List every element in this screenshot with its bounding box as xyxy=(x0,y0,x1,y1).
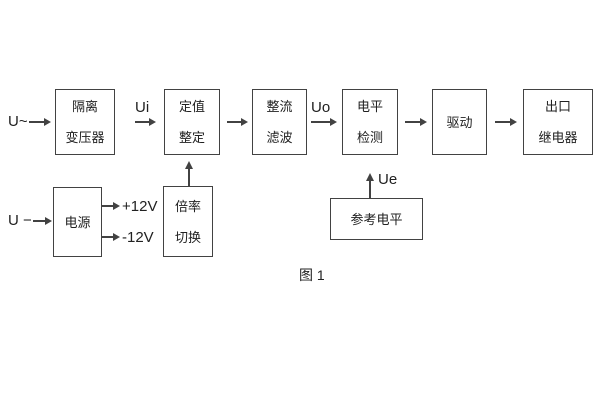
block-reference-level: 参考电平 xyxy=(330,198,423,240)
input-label-u-ac: U~ xyxy=(8,113,28,130)
block-label: 出口 xyxy=(544,99,571,114)
block-driver: 驱动 xyxy=(432,89,487,155)
block-label: 定值 xyxy=(178,99,205,114)
block-output-relay: 出口 继电器 xyxy=(523,89,593,155)
block-level-detection: 电平 检测 xyxy=(342,89,398,155)
arrow-ue-reference-to-level-detection xyxy=(366,173,374,198)
block-label: 隔离 xyxy=(71,99,98,114)
block-power-supply: 电源 xyxy=(53,187,102,257)
block-label: 滤波 xyxy=(266,130,293,145)
block-label: 驱动 xyxy=(446,114,473,130)
arrow-power-to-minus-12v xyxy=(102,233,120,241)
block-label: 倍率 xyxy=(174,198,201,214)
block-label: 电平 xyxy=(356,99,383,114)
block-label: 检测 xyxy=(356,130,383,145)
block-value-setting: 定值 整定 xyxy=(164,89,220,155)
block-label: 参考电平 xyxy=(350,211,403,227)
signal-label-uo: Uo xyxy=(311,99,331,116)
signal-label-plus-12v: +12V xyxy=(122,198,158,215)
arrow-power-to-plus-12v xyxy=(102,202,120,210)
block-label: 变压器 xyxy=(65,130,105,145)
arrow-level-detection-to-driver xyxy=(405,118,427,126)
signal-label-minus-12v: -12V xyxy=(122,229,154,246)
arrow-value-setting-to-rectifier-filter xyxy=(227,118,248,126)
block-rectifier-filter: 整流 滤波 xyxy=(252,89,307,155)
figure-caption: 图 1 xyxy=(299,267,325,283)
block-ratio-switching: 倍率 切换 xyxy=(163,186,213,257)
arrow-ui-isolation-to-value-setting xyxy=(135,118,156,126)
input-label-u-dc: U − xyxy=(8,212,32,229)
arrow-ratio-switching-to-value-setting xyxy=(185,161,193,186)
block-label: 电源 xyxy=(64,214,91,230)
signal-label-ui: Ui xyxy=(135,99,150,116)
block-label: 整定 xyxy=(178,130,205,145)
signal-label-ue: Ue xyxy=(378,171,398,188)
arrow-uo-rectifier-to-level-detection xyxy=(311,118,337,126)
arrow-u-dc-to-power-supply xyxy=(33,217,52,225)
arrow-u-ac-to-isolation-transformer xyxy=(29,118,51,126)
arrow-driver-to-output-relay xyxy=(495,118,517,126)
block-label: 继电器 xyxy=(538,130,578,145)
block-isolation-transformer: 隔离 变压器 xyxy=(55,89,115,155)
block-label: 整流 xyxy=(266,99,293,114)
block-label: 切换 xyxy=(174,229,201,245)
